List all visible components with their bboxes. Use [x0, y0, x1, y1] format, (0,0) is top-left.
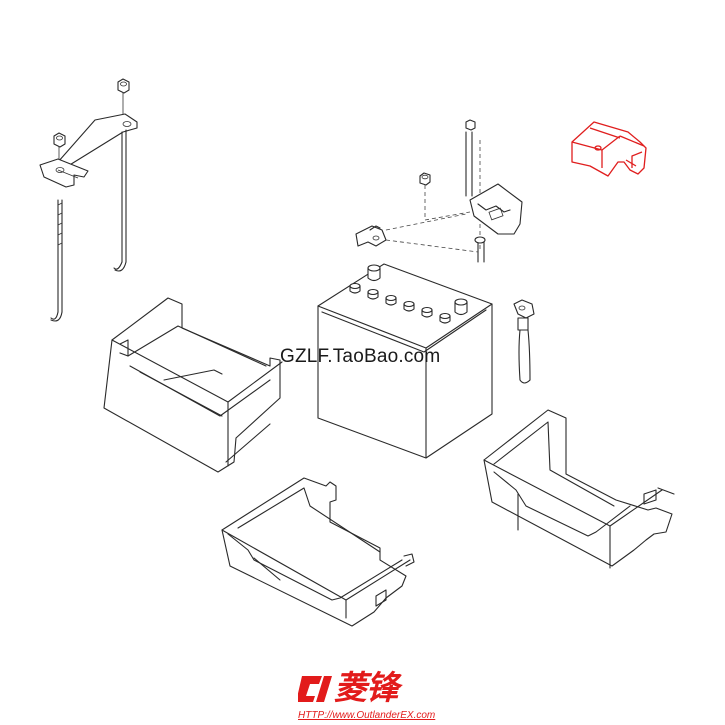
battery-hold-down-clamp[interactable] — [39, 78, 138, 322]
battery-tray-lower[interactable] — [221, 477, 415, 627]
brand-name: 菱锋 — [334, 668, 399, 707]
brand-url-link[interactable]: HTTP://www.OutlanderEX.com — [298, 710, 436, 721]
negative-cable[interactable] — [513, 299, 535, 384]
car-logo-icon — [298, 676, 332, 702]
battery[interactable] — [317, 263, 493, 459]
terminal-clamp-assembly[interactable] — [355, 119, 523, 263]
brand-logo[interactable]: 菱锋 HTTP://www.OutlanderEX.com — [298, 668, 436, 724]
battery-terminal-cover[interactable] — [571, 121, 647, 177]
battery-tray[interactable] — [103, 297, 283, 473]
battery-tray-cover-right[interactable] — [483, 409, 675, 569]
watermark-text: GZLF.TaoBao.com — [280, 346, 441, 367]
